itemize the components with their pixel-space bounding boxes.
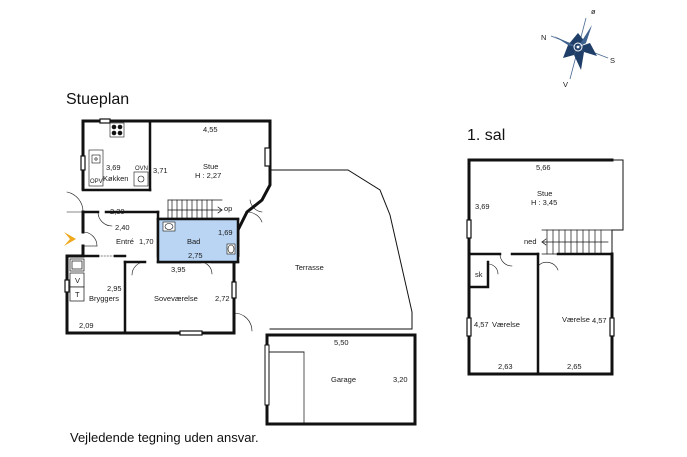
room-bathroom: Bad [187, 237, 200, 246]
ground-floor-plan [64, 118, 417, 426]
dim-upper-living-depth: 3,69 [475, 202, 490, 211]
closet-label: sk [475, 270, 483, 279]
room-garage: Garage [331, 375, 356, 384]
appliance-washer: V [75, 276, 80, 285]
first-interior-walls [467, 252, 614, 376]
room-entrance: Entré [116, 237, 134, 246]
area-terrace: Terrasse [295, 263, 324, 272]
room-bedroom: Soveværelse [154, 294, 198, 303]
disclaimer-text: Vejledende tegning uden ansvar. [70, 430, 259, 445]
dim-entrance-depth: 1,70 [139, 237, 154, 246]
stairs-down-label: ned [524, 237, 537, 246]
compass-rose [550, 17, 609, 80]
bathroom-fixtures [162, 221, 236, 255]
ground-floor-title: Stueplan [66, 91, 130, 108]
stairs-up-label: op [224, 204, 232, 213]
room-upper-living: Stue [537, 189, 552, 198]
dim-entrance-width: 2,40 [115, 223, 130, 232]
room-upper-bedroom-right: Værelse [562, 315, 590, 324]
first-windows [466, 219, 615, 337]
ground-windows [64, 118, 271, 336]
dim-bath-width: 2,75 [188, 251, 203, 260]
ground-stairs [167, 199, 223, 220]
dim-bath-depth: 1,69 [218, 228, 233, 237]
room-utility: Bryggers [89, 294, 119, 303]
dim-bedroom-width: 3,95 [171, 265, 186, 274]
room-living-ceiling: H : 2,27 [195, 171, 221, 180]
room-upper-bedroom-left: Værelse [492, 320, 520, 329]
room-living: Stue [203, 162, 218, 171]
dim-left-bedroom-width: 2,63 [498, 362, 513, 371]
dim-garage-depth: 3,20 [393, 375, 408, 384]
appliance-oven: OVN [135, 166, 148, 172]
first-exterior-walls [467, 158, 614, 376]
dim-garage-width: 5,50 [334, 338, 349, 347]
first-stairs [541, 229, 613, 255]
dim-bedroom-depth: 2,72 [215, 294, 230, 303]
dim-right-bedroom-depth: 4,57 [592, 316, 607, 325]
dim-right-bedroom-width: 2,65 [567, 362, 582, 371]
first-doors [487, 253, 559, 275]
compass-v-label: V [563, 80, 568, 89]
dim-utility-depth: 2,95 [107, 284, 122, 293]
terrace-outline [269, 169, 413, 330]
dim-hall-width: 2,30 [110, 207, 125, 216]
compass-s-label: S [610, 56, 615, 65]
compass-o-label: ø [591, 7, 596, 16]
kitchen-fixtures [88, 122, 149, 187]
room-upper-living-ceiling: H : 3,45 [531, 198, 557, 207]
room-kitchen: Køkken [103, 174, 128, 183]
first-floor-title: 1. sal [467, 127, 506, 144]
dim-utility-width: 2,09 [79, 321, 94, 330]
compass-n-label: N [541, 33, 546, 42]
dim-upper-living-width: 5,66 [536, 163, 551, 172]
dim-left-bedroom-depth: 4,57 [474, 320, 489, 329]
appliance-dishwasher: OPV [90, 179, 103, 185]
dim-stue-width: 4,55 [203, 125, 218, 134]
dim-stue-height: 3,71 [153, 166, 168, 175]
ground-doors [66, 191, 263, 332]
dim-kitchen-width: 3,69 [106, 163, 121, 172]
utility-fixtures [69, 258, 85, 302]
appliance-dryer: T [75, 290, 80, 299]
entrance-arrow [64, 232, 76, 246]
first-floor-plan [466, 158, 624, 376]
